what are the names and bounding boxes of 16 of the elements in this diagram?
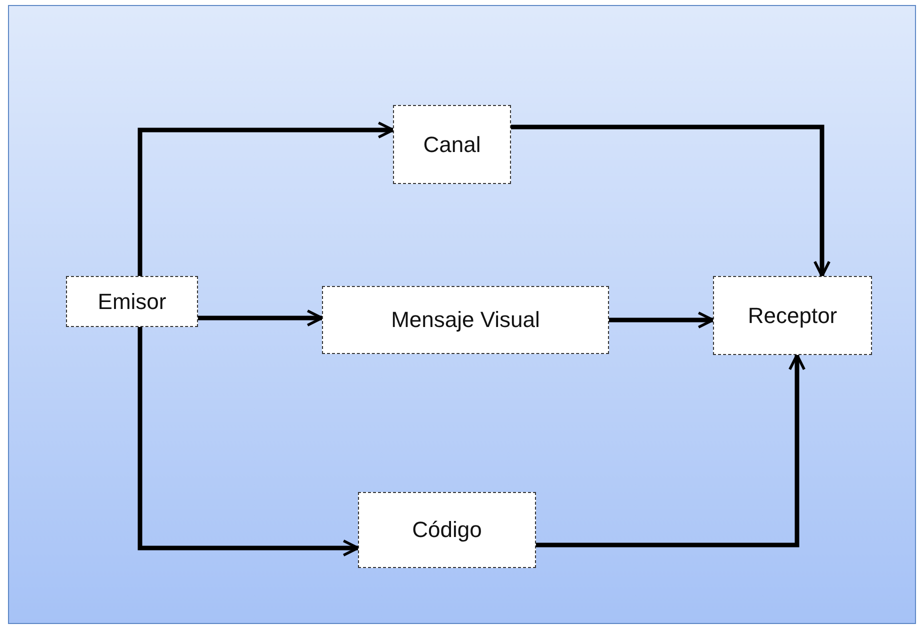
node-label: Mensaje Visual xyxy=(391,307,540,333)
process-box xyxy=(66,276,198,327)
process-box xyxy=(322,286,609,354)
node-label: Receptor xyxy=(748,302,838,328)
process-box xyxy=(713,276,872,355)
node-label: Código xyxy=(412,517,482,543)
arrow xyxy=(536,354,806,548)
arrow xyxy=(138,121,394,276)
process-box xyxy=(393,105,511,184)
arrow xyxy=(138,327,360,557)
arrow xyxy=(609,311,714,329)
node-label: Emisor xyxy=(98,288,166,314)
arrow xyxy=(198,309,324,327)
node-label: Canal xyxy=(423,132,481,158)
arrow xyxy=(511,124,831,278)
process-box xyxy=(358,492,536,568)
